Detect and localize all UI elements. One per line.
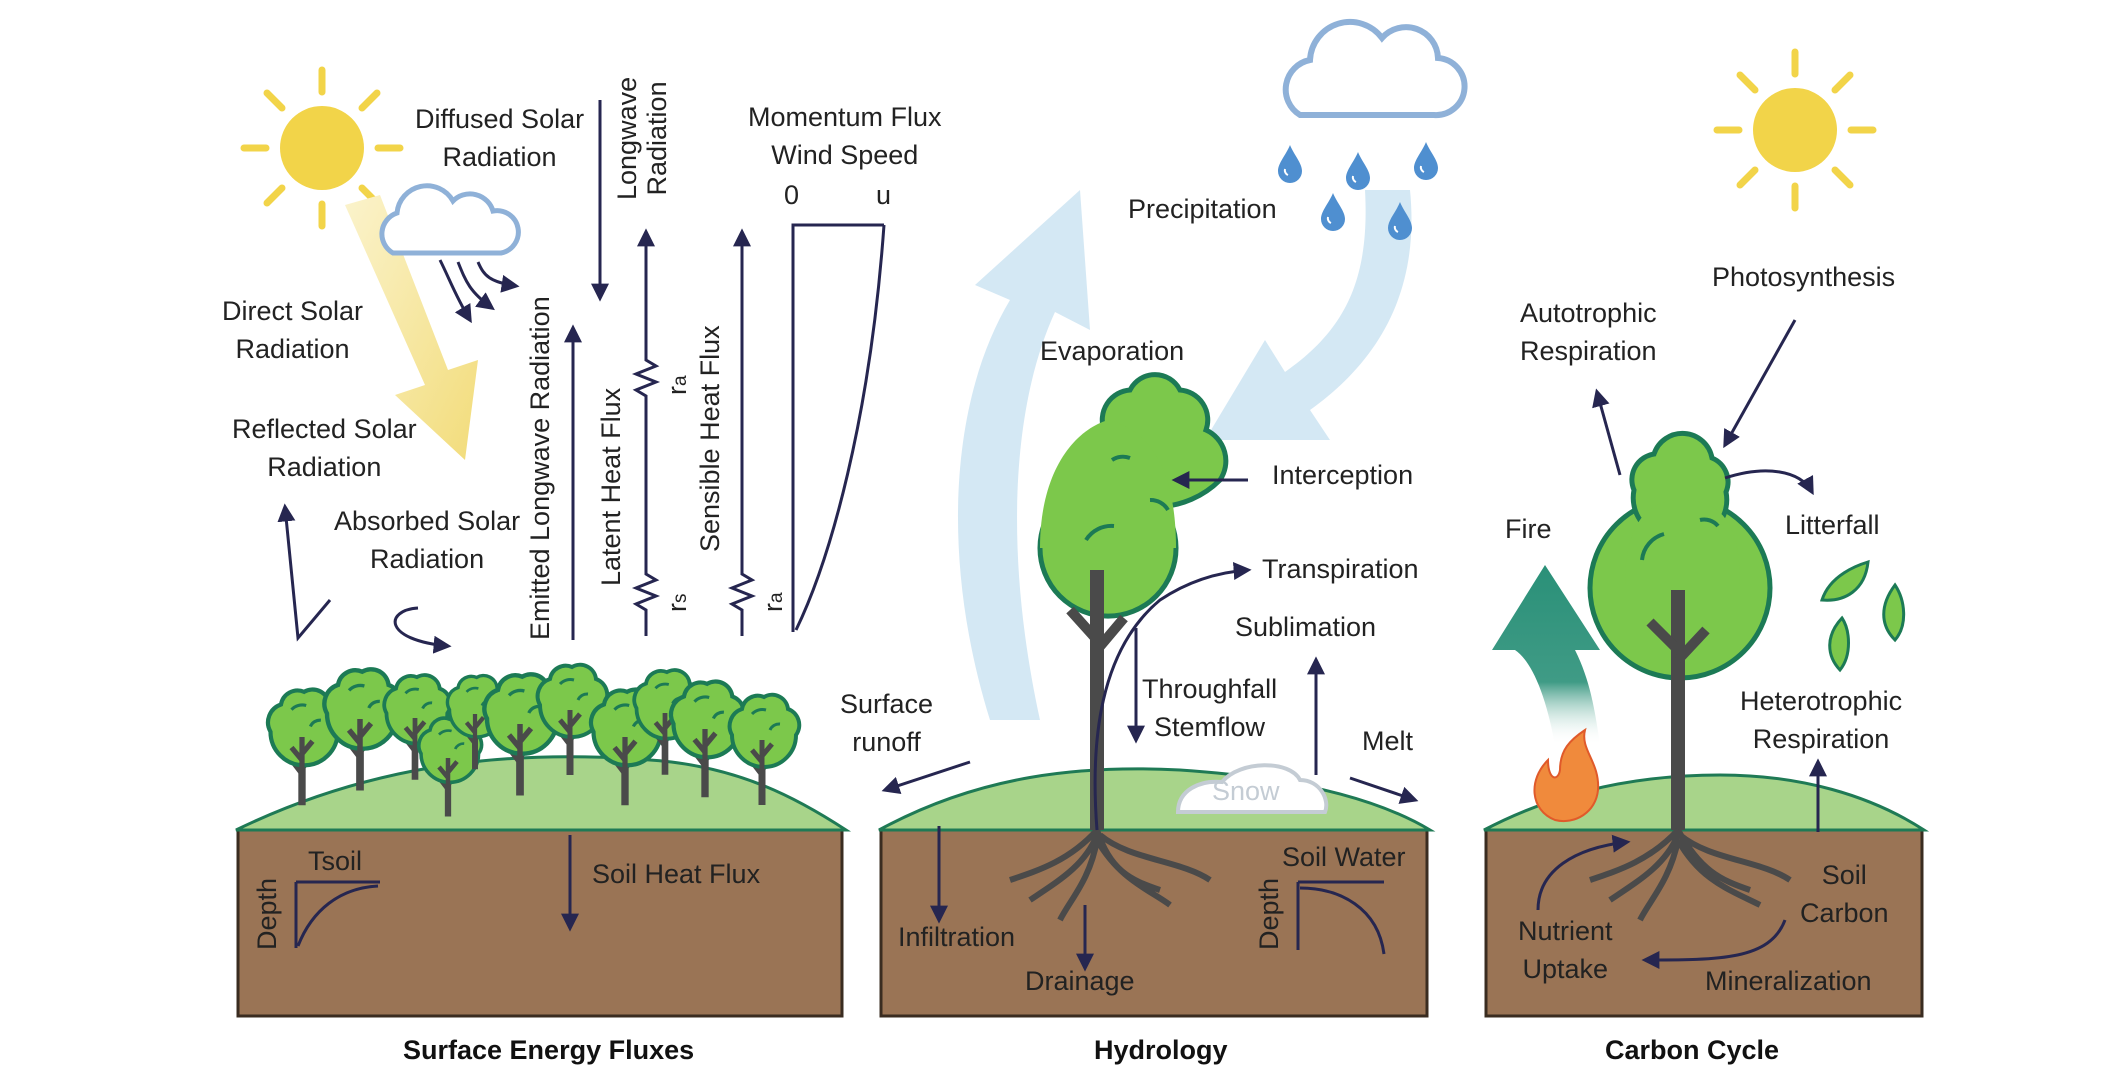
reflected-arrow: [277, 503, 332, 642]
sun-icon: [240, 66, 404, 230]
big-tree-carbon: [1587, 430, 1792, 922]
big-tree-hydrology: [1009, 372, 1229, 922]
rain-cloud-icon: [1282, 18, 1468, 119]
soil-block: [1484, 828, 1924, 1018]
sensible-heat-label: Sensible Heat Flux: [695, 325, 725, 552]
hydrology-caption: Hydrology: [1094, 1035, 1228, 1065]
soil-water-profile: [1296, 880, 1386, 955]
mineralization-label: Mineralization: [1705, 966, 1872, 996]
wind-profile: [791, 223, 886, 632]
r-s-label: rs: [662, 593, 692, 613]
melt-arrow: [1349, 776, 1419, 804]
snow-label: Snow: [1212, 776, 1280, 806]
longwave-label: Longwave Radiation: [612, 76, 672, 200]
sensible-heat-line: [727, 228, 757, 636]
soil-heat-flux-label: Soil Heat Flux: [592, 859, 761, 889]
interception-label: Interception: [1272, 460, 1414, 490]
photosynthesis-label: Photosynthesis: [1712, 262, 1896, 292]
autotrophic-arrow: [1592, 388, 1622, 476]
latent-heat-label: Latent Heat Flux: [596, 387, 626, 586]
cloud-icon: [379, 183, 521, 256]
nutrient-uptake-arrow: [1536, 834, 1631, 911]
tsoil-profile: [294, 880, 380, 948]
precipitation-label: Precipitation: [1128, 194, 1277, 224]
evaporation-label: Evaporation: [1040, 336, 1185, 366]
litterfall-label: Litterfall: [1785, 510, 1880, 540]
leaf-icons: [1819, 559, 1906, 673]
soil-water-label: Soil Water: [1282, 842, 1406, 872]
direct-solar-beam: [345, 195, 478, 460]
depth-label-energy: Depth: [252, 877, 282, 950]
depth-label-hydrology: Depth: [1254, 877, 1284, 950]
sun-icon: [1713, 48, 1877, 212]
wind-zero-label: 0: [784, 180, 800, 210]
sublimation-label: Sublimation: [1235, 612, 1377, 642]
transpiration-arrow: [1093, 562, 1252, 831]
soil-block: [236, 828, 844, 1018]
mineralization-arrow: [1641, 919, 1787, 969]
fire-arrow: [1492, 565, 1600, 745]
carbon-panel: [1483, 48, 1930, 1018]
wind-u-label: u: [876, 180, 892, 210]
energy-panel: [235, 66, 886, 1018]
photosynthesis-arrow: [1723, 319, 1797, 449]
latent-heat-line: [631, 228, 661, 636]
raindrops-icon: [1277, 141, 1439, 241]
diffuse-arrows: [438, 259, 520, 324]
tsoil-label: Tsoil: [308, 846, 363, 876]
energy-caption: Surface Energy Fluxes: [403, 1035, 695, 1065]
surface-runoff-arrow: [881, 760, 971, 795]
fire-label: Fire: [1505, 514, 1552, 544]
emitted-longwave-label: Emitted Longwave Radiation: [525, 296, 555, 640]
evaporation-arrow: [957, 190, 1090, 720]
litterfall-arrow: [1724, 469, 1814, 496]
r-a-bottom-label: ra: [758, 592, 788, 612]
carbon-caption: Carbon Cycle: [1605, 1035, 1780, 1065]
precipitation-arrow: [1205, 190, 1412, 440]
hydrology-panel: [878, 18, 1468, 1018]
snow-pile: [1175, 763, 1329, 814]
transpiration-label: Transpiration: [1262, 554, 1419, 584]
melt-label: Melt: [1362, 726, 1414, 756]
r-a-top-label: ra: [662, 375, 692, 395]
grass-hill: [878, 767, 1436, 832]
flame-icon: [1533, 727, 1600, 823]
infiltration-label: Infiltration: [898, 922, 1016, 952]
drainage-label: Drainage: [1025, 966, 1135, 996]
absorbed-arrow: [393, 606, 452, 654]
